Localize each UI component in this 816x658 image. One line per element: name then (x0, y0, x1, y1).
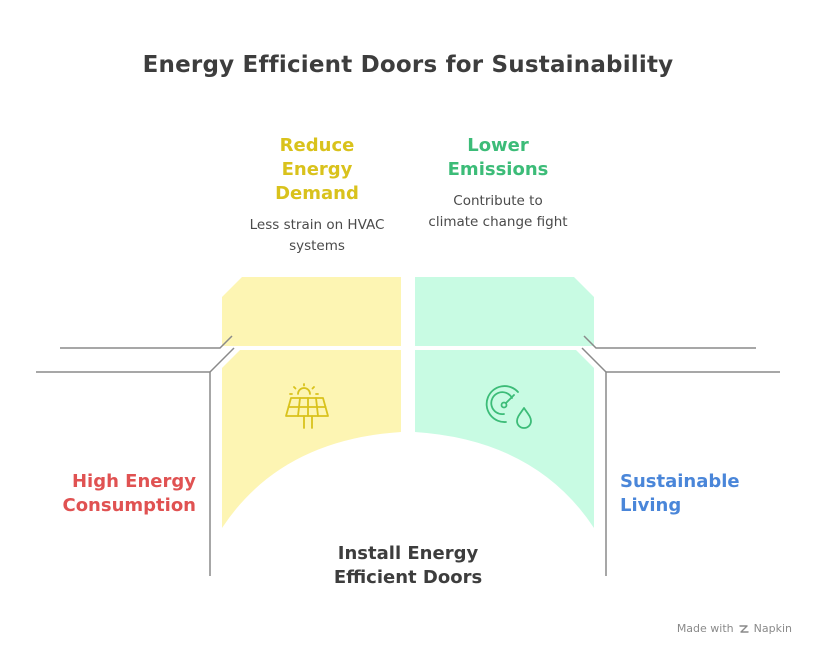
yellow-cap-shape (222, 277, 401, 346)
description-line: Contribute to (453, 193, 543, 209)
start-state-label: High Energy Consumption (20, 470, 196, 518)
green-arch-shape (415, 350, 594, 528)
heading-line: Lower (467, 135, 529, 156)
napkin-footer[interactable]: Made with Napkin (677, 622, 792, 635)
heading-line: Emissions (447, 159, 549, 180)
label-line: Sustainable (620, 471, 740, 492)
heading-line: Energy (281, 159, 353, 180)
napkin-logo-icon (738, 624, 749, 633)
footer-brand: Napkin (753, 622, 792, 635)
left-upper-line (60, 335, 233, 349)
benefit-lower-emissions-heading: Lower Emissions (398, 134, 598, 182)
label-line: Living (620, 495, 682, 516)
heading-line: Reduce (279, 135, 355, 156)
right-upper-line (583, 335, 756, 349)
solar-panel-icon (285, 383, 329, 429)
benefit-reduce-energy-description: Less strain on HVAC systems (217, 215, 417, 257)
label-line: High Energy (71, 471, 196, 492)
gauge-droplet-icon (485, 385, 532, 429)
left-elbow-line (209, 347, 235, 373)
solution-label: Install Energy Efficient Doors (298, 542, 518, 590)
label-line: Consumption (62, 495, 196, 516)
benefit-reduce-energy-heading: Reduce Energy Demand (217, 134, 417, 206)
footer-prefix: Made with (676, 622, 734, 635)
label-line: Install Energy (337, 543, 479, 564)
right-elbow-line (581, 347, 607, 373)
benefit-lower-emissions-description: Contribute to climate change fight (398, 191, 598, 233)
diagram-title: Energy Efficient Doors for Sustainabilit… (142, 52, 674, 78)
description-line: Less strain on HVAC (249, 217, 385, 233)
heading-line: Demand (275, 183, 359, 204)
green-cap-shape (415, 277, 594, 346)
description-line: climate change fight (428, 214, 568, 230)
description-line: systems (289, 238, 345, 254)
label-line: Efficient Doors (333, 567, 483, 588)
end-state-label: Sustainable Living (620, 470, 796, 518)
yellow-arch-shape (222, 350, 401, 528)
